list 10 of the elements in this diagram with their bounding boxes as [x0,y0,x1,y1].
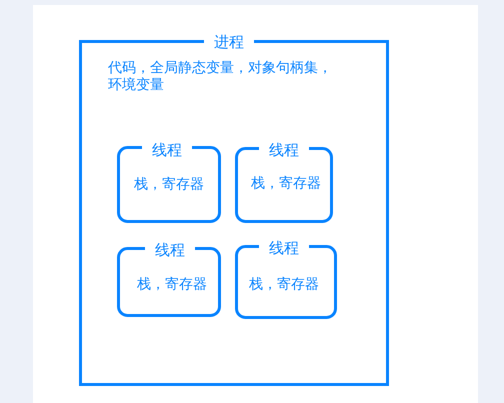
process-title: 进程 [214,33,244,51]
thread-title: 线程 [152,141,182,159]
thread-description: 栈，寄存器 [249,276,319,294]
thread-title: 线程 [269,239,299,257]
thread-title: 线程 [269,141,299,159]
thread-description: 栈，寄存器 [251,176,321,192]
process-description: 代码，全局静态变量，对象句柄集，环境变量 [108,60,333,94]
thread-description: 栈，寄存器 [137,276,207,294]
thread-description: 栈，寄存器 [134,176,204,194]
thread-title: 线程 [155,241,185,259]
